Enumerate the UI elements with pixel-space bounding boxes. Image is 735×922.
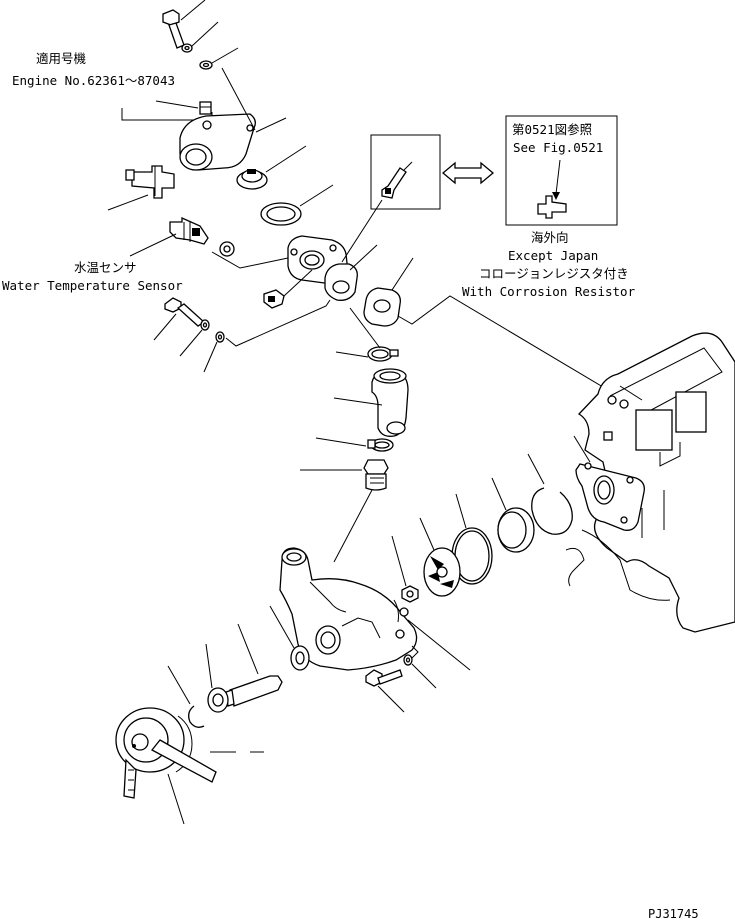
flange-bolt (263, 269, 313, 309)
flange-gasket (363, 257, 609, 391)
water-temp-sensor-jp: 水温センサ (74, 260, 137, 275)
drawing-id: PJ31745 (648, 907, 699, 921)
engine-block (565, 332, 735, 633)
top-bolt (162, 0, 206, 49)
top-washer-1 (181, 21, 219, 53)
reference-label-en: See Fig.0521 (513, 140, 603, 155)
corrosion-note-en: With Corrosion Resistor (462, 284, 636, 299)
hose-clamp-upper (335, 307, 399, 362)
applicable-engine-jp: 適用号機 (36, 51, 87, 66)
corrosion-note-jp: コロージョンレジスタ付き (479, 266, 629, 281)
pump-bolt (365, 669, 405, 713)
hose-clamp-lower (315, 437, 394, 452)
region-note-jp: 海外向 (531, 230, 569, 245)
long-bolt (153, 297, 206, 341)
v-belt (123, 739, 264, 799)
sensor-washer (219, 241, 235, 257)
water-temp-sensor-en: Water Temperature Sensor (2, 278, 183, 293)
pump-gasket (573, 435, 645, 531)
detail-box (341, 134, 441, 263)
double-arrow-icon (441, 161, 495, 185)
tee-fitting (107, 165, 175, 211)
pump-shaft (225, 623, 283, 707)
thermostat-housing (179, 67, 287, 171)
water-temp-sensor (129, 216, 209, 257)
retaining-ring (167, 665, 205, 728)
pump-bolt-washer (403, 645, 437, 689)
pipe-nipple (300, 459, 389, 563)
region-note-en: Except Japan (508, 248, 598, 263)
bearing-lower (205, 643, 229, 713)
water-pump-body (279, 547, 471, 671)
snap-ring (527, 453, 573, 535)
reference-label-jp: 第0521図参照 (512, 122, 592, 137)
seal-ring (491, 477, 535, 553)
long-bolt-washer-1 (179, 319, 210, 357)
thermostat (236, 145, 307, 190)
bearing-upper (269, 605, 310, 671)
top-washer-2 (199, 47, 239, 70)
impeller (419, 517, 461, 597)
thermostat-gasket (260, 184, 334, 226)
housing-plug (155, 100, 212, 115)
o-ring (451, 493, 493, 585)
water-hose (333, 368, 409, 437)
water-flange (211, 235, 378, 301)
reference-box: 第0521図参照 See Fig.0521 (505, 115, 618, 226)
long-bolt-washer-2 (203, 299, 331, 373)
applicable-engine-en: Engine No.62361～87043 (12, 73, 175, 88)
impeller-nut (391, 535, 419, 603)
